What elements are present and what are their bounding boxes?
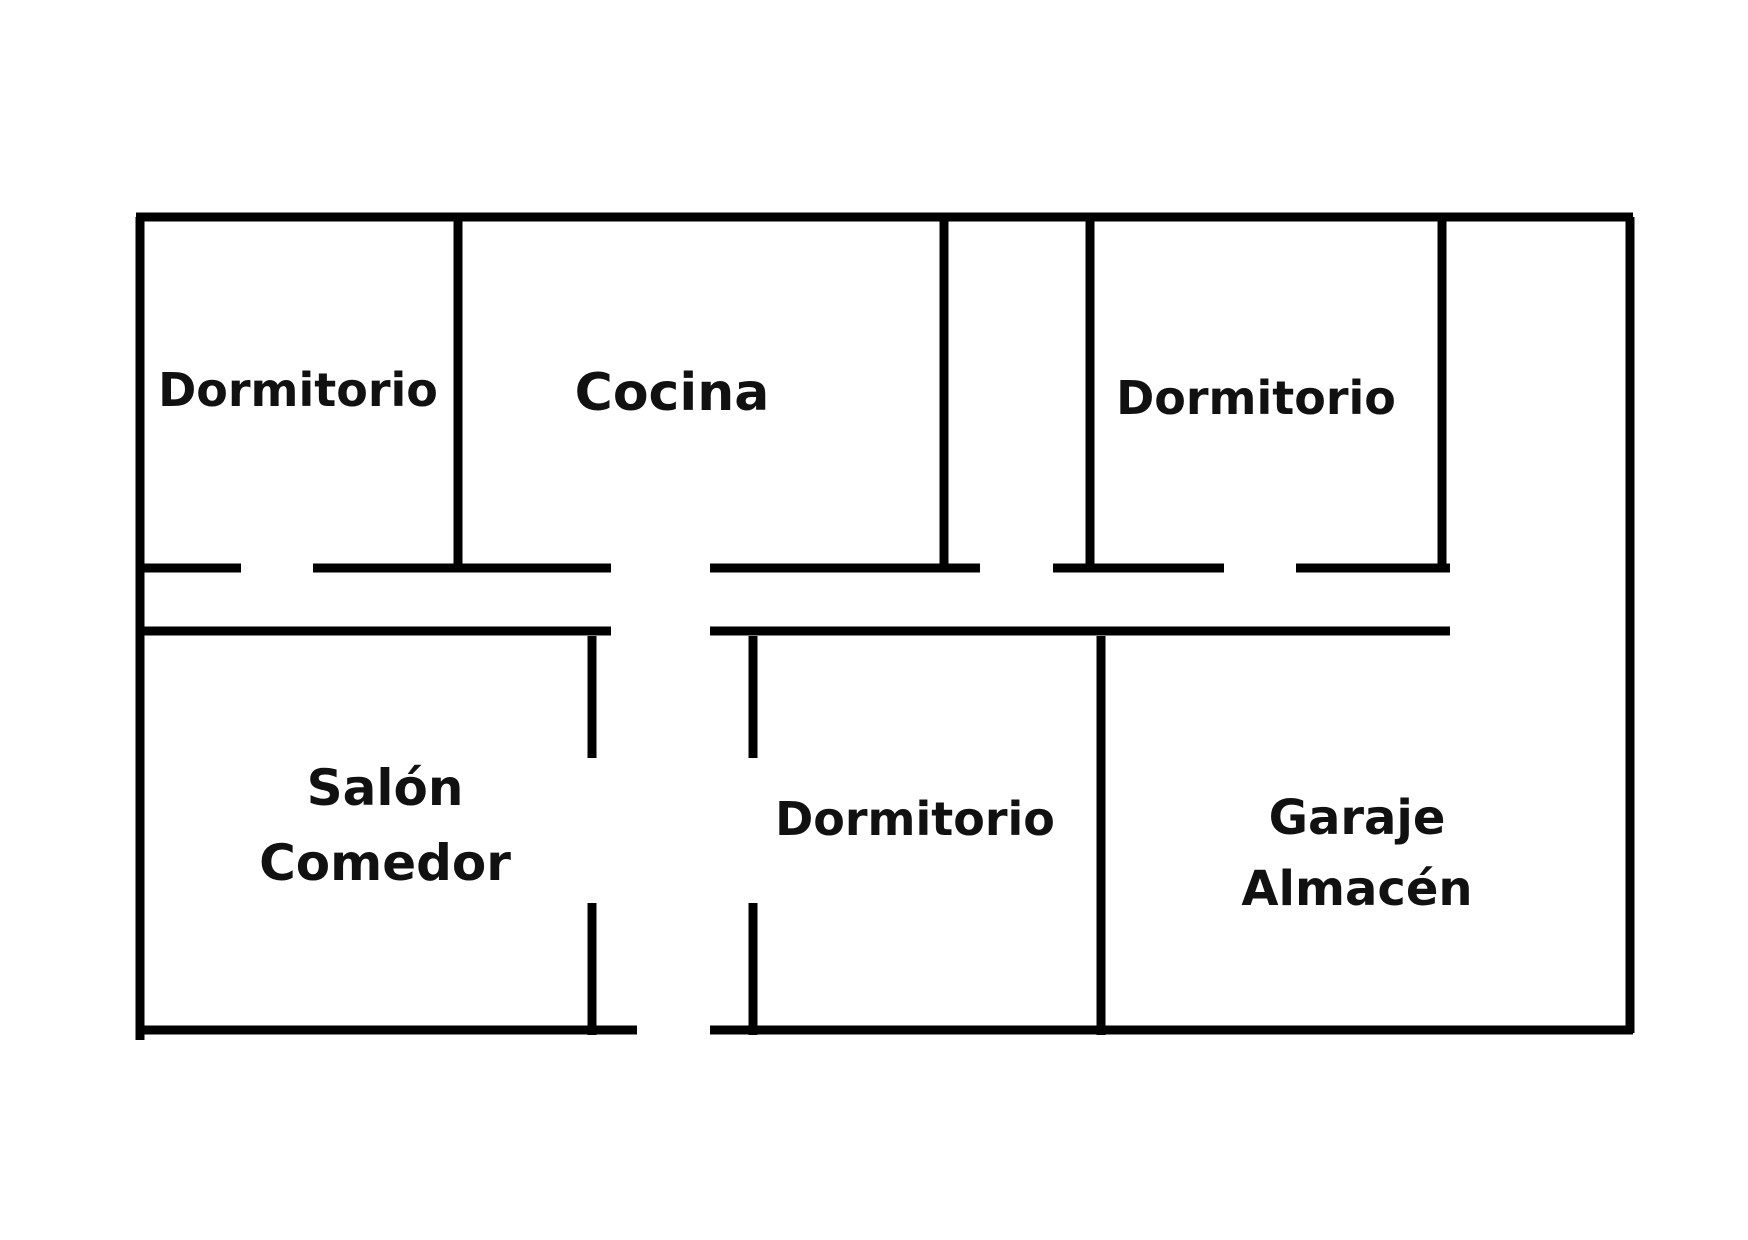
label-living-line-1: Salón bbox=[307, 759, 464, 817]
label-bedroom-top-right: Dormitorio bbox=[1116, 371, 1396, 425]
label-living-line-2: Comedor bbox=[259, 834, 511, 892]
room-labels: Dormitorio Cocina Dormitorio Salón Comed… bbox=[158, 363, 1473, 917]
label-bedroom-bottom: Dormitorio bbox=[775, 792, 1055, 846]
label-garage-line-1: Garaje bbox=[1269, 790, 1446, 846]
label-kitchen: Cocina bbox=[575, 363, 770, 423]
label-garage-line-2: Almacén bbox=[1241, 861, 1472, 917]
label-bedroom-top-left: Dormitorio bbox=[158, 363, 438, 417]
walls bbox=[135, 212, 1635, 1040]
